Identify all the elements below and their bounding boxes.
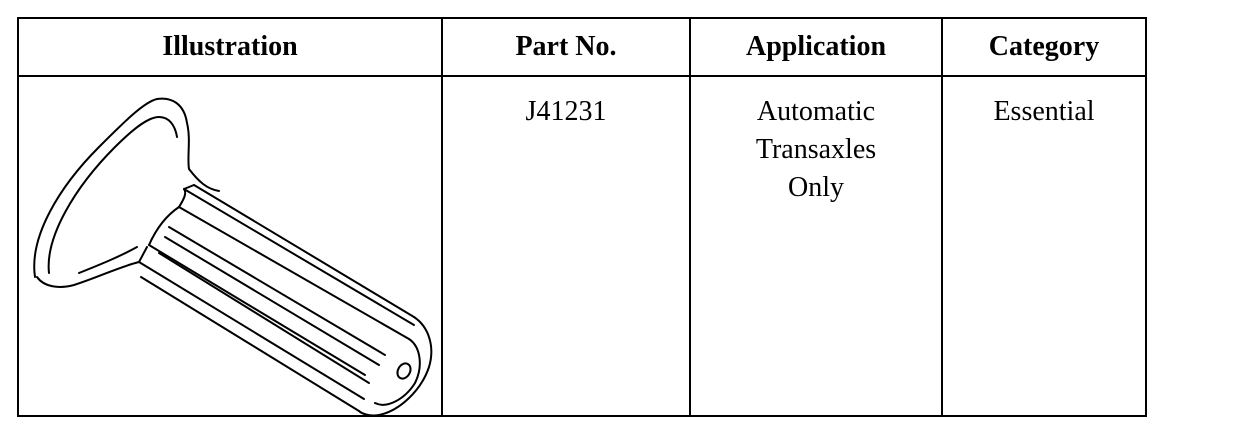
application-line: Automatic: [756, 96, 876, 127]
header-illustration: Illustration: [17, 17, 443, 77]
header-part-no: Part No.: [441, 17, 691, 77]
part-number: J41231: [525, 96, 607, 127]
category-text: Essential: [993, 96, 1095, 127]
table-row: J41231 Automatic Transaxles Only Essenti…: [17, 75, 1147, 417]
header-category: Category: [941, 17, 1147, 77]
illustration-cell: [17, 75, 443, 417]
application-line: Transaxles: [755, 134, 877, 165]
application-cell: Automatic Transaxles Only: [689, 75, 943, 417]
application-text: Automatic Transaxles Only: [691, 77, 941, 207]
header-row: Illustration Part No. Application Catego…: [17, 17, 1147, 77]
part-number-cell: J41231: [441, 75, 691, 417]
header-application: Application: [689, 17, 943, 77]
application-line: Only: [788, 172, 844, 203]
category-cell: Essential: [941, 75, 1147, 417]
transaxle-tool-icon: [33, 97, 433, 417]
special-tool-table: Illustration Part No. Application Catego…: [17, 17, 1147, 417]
